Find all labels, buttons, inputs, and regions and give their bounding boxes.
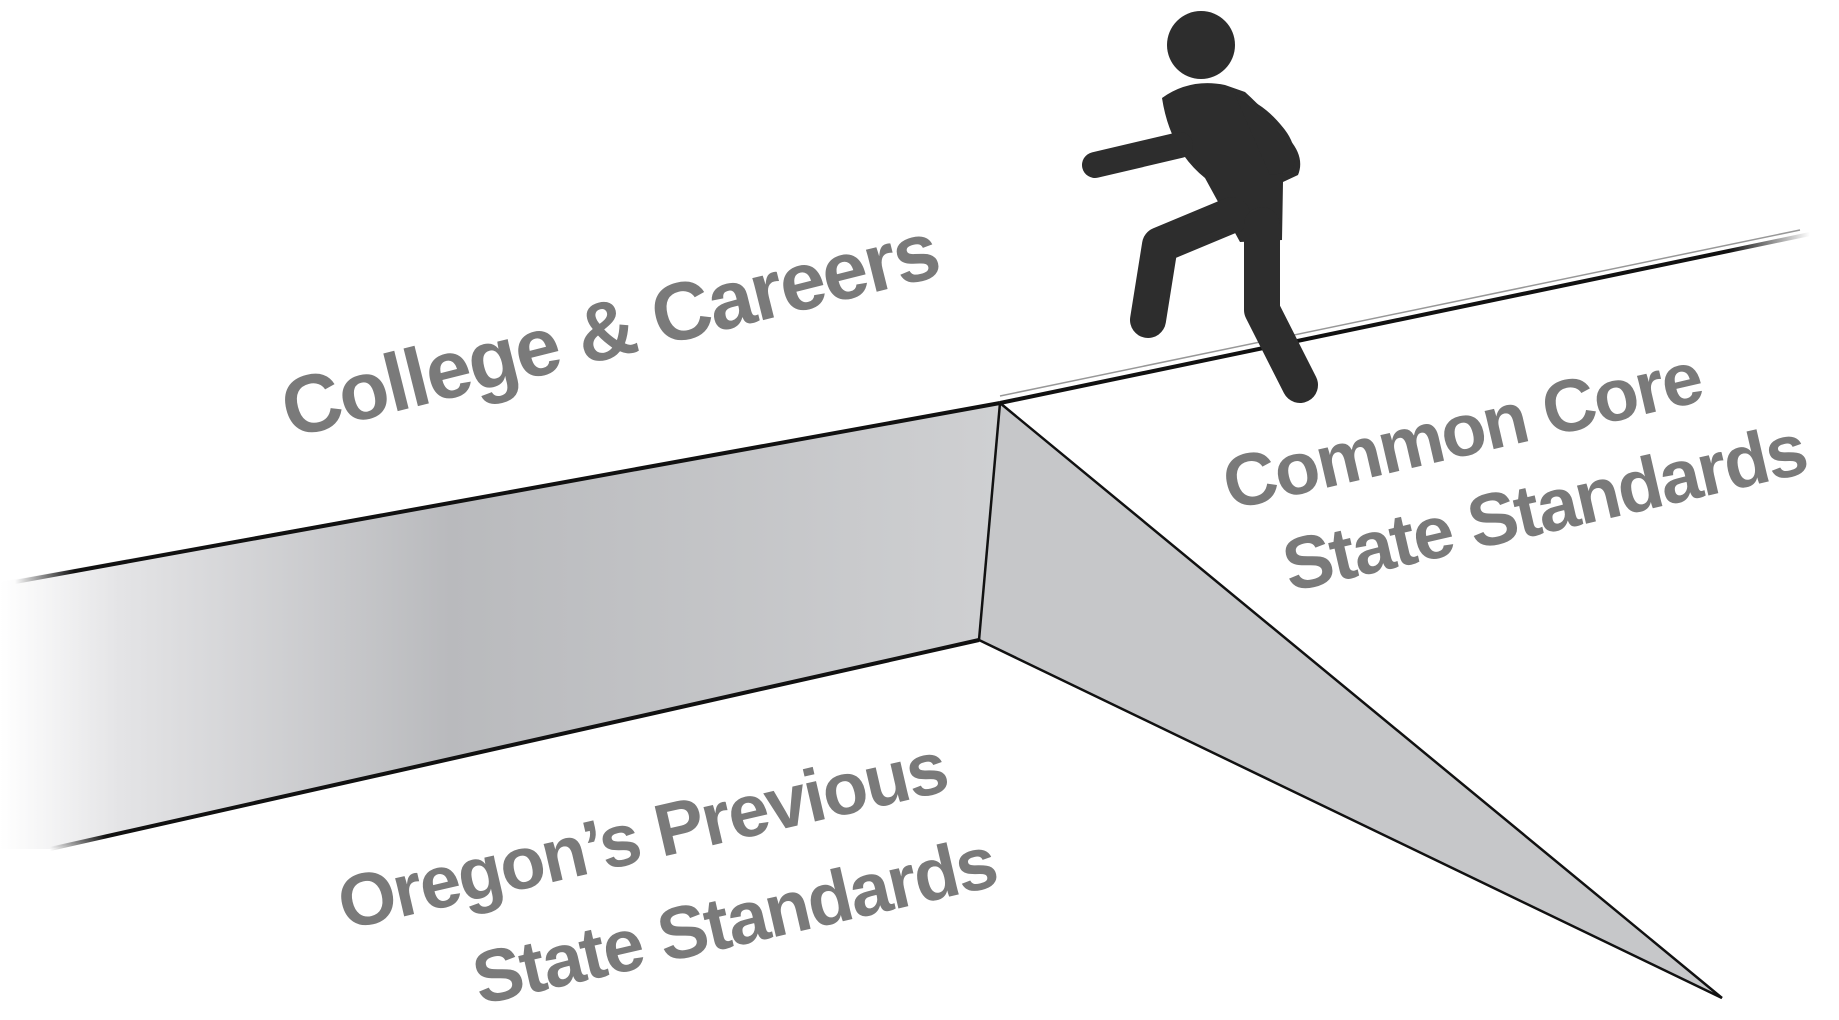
label-college-careers: College & Careers <box>272 204 946 455</box>
gap-edge-lower <box>978 638 1723 1000</box>
plateau-edge-top-right <box>999 232 1811 405</box>
gap-edge-vertical <box>977 402 1002 641</box>
plateau-edge-top-right-inner <box>999 229 1801 397</box>
lower-ledge-edge <box>49 638 980 851</box>
plateau-edge-top <box>14 401 1001 584</box>
gap-wedge <box>979 403 1722 998</box>
walking-person-icon <box>1082 11 1318 403</box>
gap-edge-upper <box>999 402 1723 999</box>
cliff-wall-left <box>0 403 1000 849</box>
